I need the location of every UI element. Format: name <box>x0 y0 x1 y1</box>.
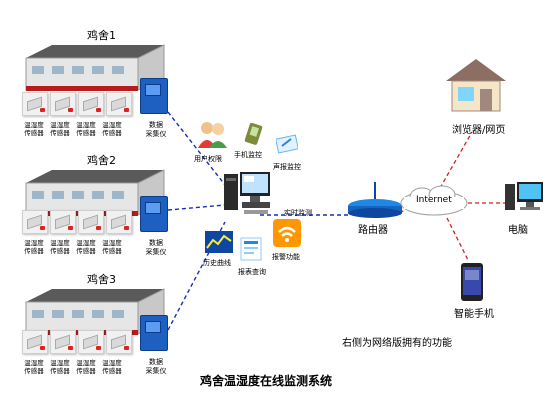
user-perm-label: 用户权限 <box>194 155 222 163</box>
collector-label-2: 数据采集仪 <box>145 239 167 256</box>
chart-icon <box>205 231 233 253</box>
house-3-label: 鸡舍3 <box>87 273 116 286</box>
sensor-label: 温湿度传感器 <box>76 239 96 255</box>
sensor-label: 温湿度传感器 <box>24 239 44 255</box>
sensor-label: 温湿度传感器 <box>76 359 96 375</box>
users-icon <box>198 122 227 148</box>
sensor-labels-3: 温湿度传感器 温湿度传感器 温湿度传感器 温湿度传感器 <box>22 359 124 375</box>
sensor <box>50 92 76 116</box>
computer-label: 电脑 <box>508 225 528 236</box>
sensor-label: 温湿度传感器 <box>102 359 122 375</box>
sensor-label: 温湿度传感器 <box>102 239 122 255</box>
sensor-label: 温湿度传感器 <box>76 121 96 137</box>
history-curve-label: 历史曲线 <box>203 259 231 267</box>
home-browser-icon <box>446 59 506 112</box>
link-cloud-browser <box>439 131 473 189</box>
report-query-label: 报表查询 <box>238 268 266 276</box>
link-house1 <box>167 111 226 186</box>
sensor <box>106 92 132 116</box>
alarm-monitor-label: 声报监控 <box>273 163 301 171</box>
sensor-label: 温湿度传感器 <box>50 121 70 137</box>
data-collector-2 <box>140 196 168 232</box>
report-icon <box>240 237 262 261</box>
data-collector-1 <box>140 78 168 114</box>
browser-label: 浏览器/网页 <box>452 125 506 136</box>
collector-label-3: 数据采集仪 <box>145 358 167 375</box>
sensor-row-3 <box>22 330 132 354</box>
sensor-label: 温湿度传感器 <box>24 359 44 375</box>
sensor <box>78 92 104 116</box>
server-pc-icon <box>224 172 270 214</box>
computer-icon <box>505 182 543 210</box>
sensor <box>22 330 48 354</box>
phone-monitor-label: 手机监控 <box>234 151 262 159</box>
collector-label-1: 数据采集仪 <box>145 121 167 138</box>
sensor-row-2 <box>22 210 132 234</box>
sensor-label: 温湿度传感器 <box>24 121 44 137</box>
internet-cloud-icon <box>400 185 468 216</box>
sensor-label: 温湿度传感器 <box>50 239 70 255</box>
handheld-icon <box>244 123 263 145</box>
sensor <box>78 210 104 234</box>
house-1-label: 鸡舍1 <box>87 29 116 42</box>
router-icon <box>348 182 402 218</box>
house-2-label: 鸡舍2 <box>87 154 116 167</box>
sensor-row-1 <box>22 92 132 116</box>
sensor <box>78 330 104 354</box>
sensor <box>106 330 132 354</box>
network-note: 右侧为网络版拥有的功能 <box>342 338 452 349</box>
sensor <box>22 210 48 234</box>
smartphone-icon <box>461 263 483 301</box>
chicken-house-1 <box>25 44 165 91</box>
sensor <box>22 92 48 116</box>
diagram-title: 鸡舍温湿度在线监测系统 <box>200 374 333 388</box>
internet-label: Internet <box>416 195 452 205</box>
realtime-label: 实时监测 <box>284 209 312 217</box>
alarm-wifi-icon <box>273 219 301 247</box>
sensor-labels-1: 温湿度传感器 温湿度传感器 温湿度传感器 温湿度传感器 <box>22 121 124 137</box>
data-collector-3 <box>140 315 168 351</box>
sensor <box>50 330 76 354</box>
link-cloud-phone <box>446 217 469 261</box>
sensor <box>106 210 132 234</box>
sensor-label: 温湿度传感器 <box>102 121 122 137</box>
sensor <box>50 210 76 234</box>
sensor-label: 温湿度传感器 <box>50 359 70 375</box>
router-label: 路由器 <box>358 225 388 236</box>
sensor-labels-2: 温湿度传感器 温湿度传感器 温湿度传感器 温湿度传感器 <box>22 239 124 255</box>
monitor-card-icon <box>276 134 298 154</box>
smartphone-label: 智能手机 <box>454 309 494 320</box>
link-house2 <box>167 204 226 211</box>
alarm-func-label: 报警功能 <box>272 253 300 261</box>
